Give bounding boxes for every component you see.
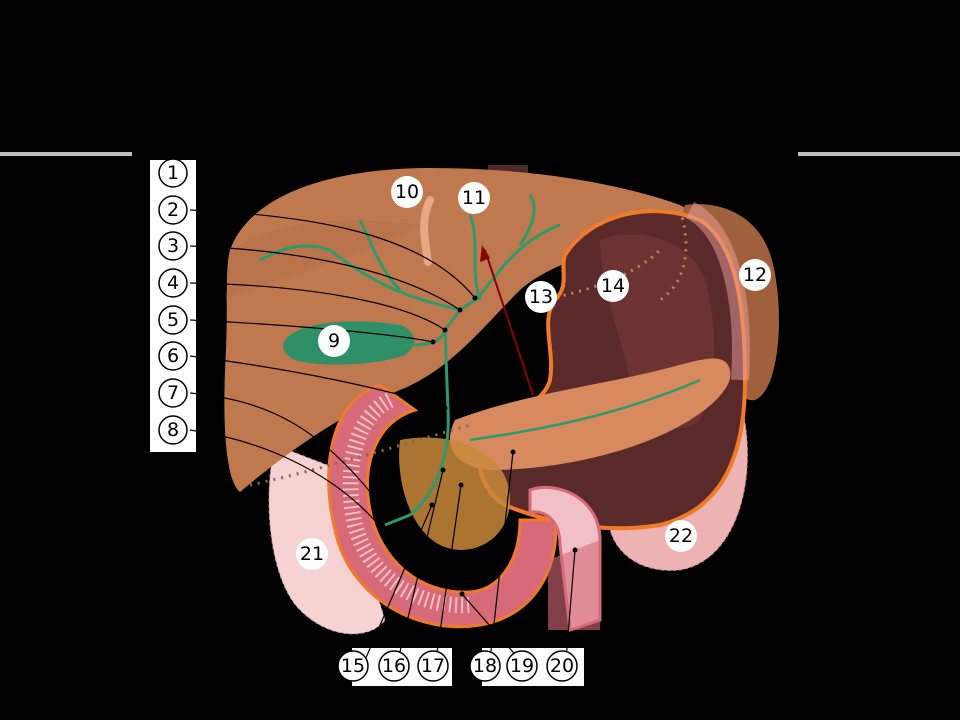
label-6: 6 xyxy=(158,341,188,371)
label-9: 9 xyxy=(318,325,350,357)
leader-dots xyxy=(375,295,578,597)
svg-text:13: 13 xyxy=(529,286,553,308)
label-1: 1 xyxy=(158,158,188,188)
gastrosplenic-line xyxy=(659,209,688,302)
slide-divider-right xyxy=(798,152,960,156)
svg-text:22: 22 xyxy=(669,525,693,547)
svg-text:10: 10 xyxy=(395,181,419,203)
svg-text:5: 5 xyxy=(167,309,179,331)
svg-text:21: 21 xyxy=(300,543,324,565)
svg-text:14: 14 xyxy=(601,275,625,297)
lesser-omentum-line xyxy=(539,248,662,302)
svg-text:8: 8 xyxy=(167,419,179,441)
svg-text:15: 15 xyxy=(341,655,365,677)
label-2: 2 xyxy=(158,195,188,225)
label-17: 17 xyxy=(417,650,449,682)
pancreas xyxy=(449,358,731,470)
right-hepatic-duct xyxy=(329,248,461,312)
label-7: 7 xyxy=(158,378,188,408)
biliary-tree xyxy=(259,194,561,527)
svg-text:18: 18 xyxy=(473,655,497,677)
svg-text:6: 6 xyxy=(167,345,179,367)
label-11: 11 xyxy=(458,182,490,214)
svg-text:7: 7 xyxy=(167,382,179,404)
label-3: 3 xyxy=(158,231,188,261)
label-4: 4 xyxy=(158,268,188,298)
pancreas-head xyxy=(399,437,510,550)
svg-text:20: 20 xyxy=(550,655,574,677)
label-19: 19 xyxy=(506,650,538,682)
svg-text:4: 4 xyxy=(167,272,179,294)
peritoneal-line xyxy=(249,423,471,487)
left-hepatic-duct xyxy=(476,223,561,299)
label-12: 12 xyxy=(739,259,771,291)
label-21: 21 xyxy=(296,538,328,570)
direction-arrow xyxy=(484,249,534,396)
label-16: 16 xyxy=(378,650,410,682)
svg-text:3: 3 xyxy=(167,235,179,257)
right-kidney-area xyxy=(268,444,386,635)
svg-text:19: 19 xyxy=(510,655,534,677)
label-10: 10 xyxy=(391,176,423,208)
svg-text:1: 1 xyxy=(167,162,179,184)
svg-text:12: 12 xyxy=(743,264,767,286)
label-13: 13 xyxy=(525,281,557,313)
label-14: 14 xyxy=(597,270,629,302)
common-bile-duct xyxy=(384,329,450,527)
duodenum xyxy=(327,383,558,629)
label-5: 5 xyxy=(158,305,188,335)
svg-text:9: 9 xyxy=(328,330,340,352)
leader-lines xyxy=(189,209,576,661)
duodenal-folds xyxy=(342,392,471,614)
pancreatic-duct xyxy=(469,378,701,442)
falciform-ligament xyxy=(420,196,434,266)
arrow-head xyxy=(480,245,490,262)
label-22: 22 xyxy=(665,520,697,552)
jejunum xyxy=(548,540,600,630)
label-20: 20 xyxy=(546,650,578,682)
slide-divider-left xyxy=(0,152,132,156)
svg-text:17: 17 xyxy=(421,655,445,677)
label-15: 15 xyxy=(337,650,369,682)
svg-text:16: 16 xyxy=(382,655,406,677)
svg-text:2: 2 xyxy=(167,199,179,221)
stomach-greater-curvature xyxy=(685,201,750,381)
label-8: 8 xyxy=(158,415,188,445)
svg-text:11: 11 xyxy=(462,187,486,209)
label-18: 18 xyxy=(469,650,501,682)
